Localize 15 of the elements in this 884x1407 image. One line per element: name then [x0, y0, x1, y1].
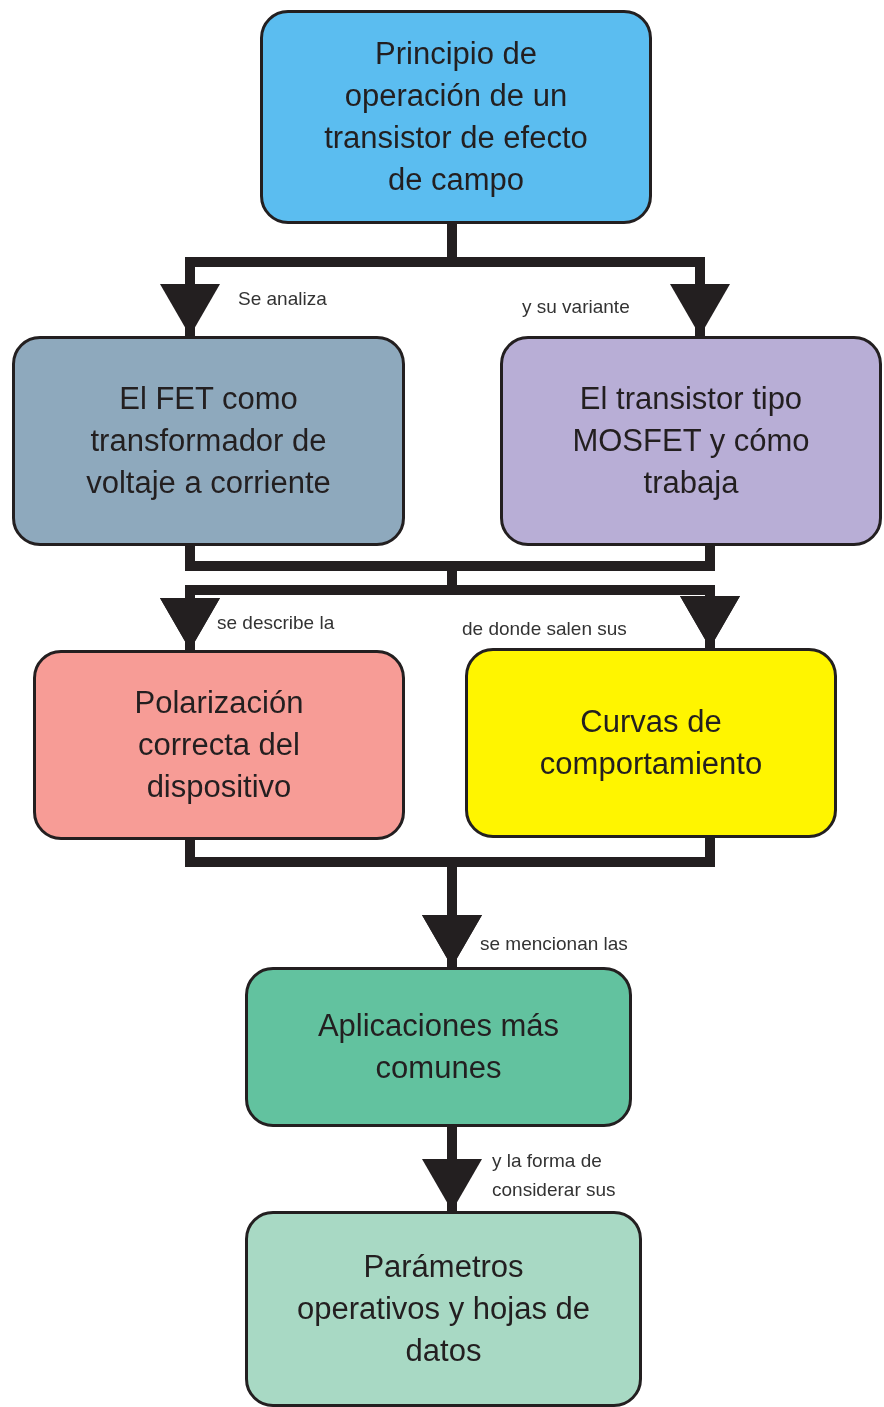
box-text: Aplicaciones más comunes [316, 1007, 561, 1087]
box-text: El transistor tipo MOSFET y cómo trabaja [571, 380, 811, 502]
box-text: Parámetros operativos y hojas de datos [296, 1248, 591, 1370]
arrow [422, 1127, 482, 1211]
process-box [500, 336, 882, 546]
process-box [12, 336, 405, 546]
process-box [245, 1211, 642, 1407]
process-box [245, 967, 632, 1127]
box-text: Principio de operación de un transistor de efecto de campo [323, 35, 589, 199]
box-text: El FET como transformador de voltaje a corriente [85, 380, 332, 502]
process-box [260, 10, 652, 224]
process-box [465, 648, 837, 838]
box-text: Curvas de comportamiento [538, 703, 764, 783]
box-text: Polarización correcta del dispositivo [133, 684, 305, 806]
process-box [33, 650, 405, 840]
